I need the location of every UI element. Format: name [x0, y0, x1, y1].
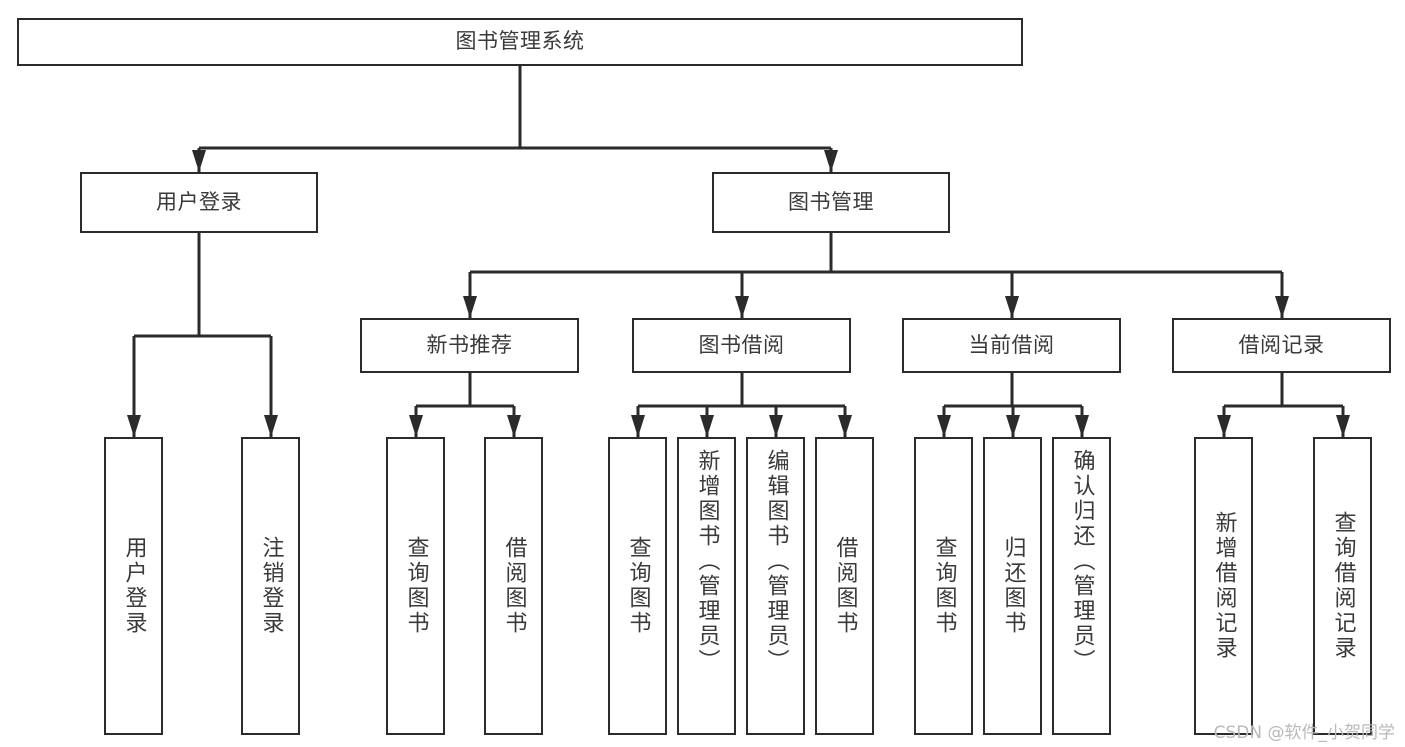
leaf-borrow-query-book[interactable]: 查询图书 [608, 437, 667, 735]
leaf-user-logout[interactable]: 注销登录 [241, 437, 300, 735]
leaf-current-query-book[interactable]: 查询图书 [914, 437, 973, 735]
node-label: 查询图书 [403, 536, 429, 636]
node-user-login[interactable]: 用户登录 [80, 172, 318, 233]
node-label: 查询图书 [931, 536, 957, 636]
leaf-current-return-book[interactable]: 归还图书 [983, 437, 1042, 735]
node-label: 编辑图书（管理员） [763, 449, 789, 674]
node-label: 当前借阅 [968, 332, 1055, 357]
node-label: 用户登录 [121, 536, 147, 636]
node-label: 新增借阅记录 [1211, 511, 1237, 661]
node-label: 查询借阅记录 [1330, 511, 1356, 661]
node-current-loan[interactable]: 当前借阅 [902, 318, 1121, 373]
leaf-record-query[interactable]: 查询借阅记录 [1313, 437, 1372, 735]
node-label: 图书管理 [788, 189, 874, 214]
csdn-watermark: CSDN @软件_小贺同学 [1213, 723, 1395, 743]
leaf-borrow-borrow-book[interactable]: 借阅图书 [815, 437, 874, 735]
node-label: 确认归还（管理员） [1069, 449, 1095, 674]
node-label: 查询图书 [625, 536, 651, 636]
leaf-recommend-query-book[interactable]: 查询图书 [386, 437, 445, 735]
leaf-borrow-edit-book[interactable]: 编辑图书（管理员） [746, 437, 805, 735]
node-loan-record[interactable]: 借阅记录 [1172, 318, 1391, 373]
leaf-recommend-borrow-book[interactable]: 借阅图书 [484, 437, 543, 735]
leaf-record-add[interactable]: 新增借阅记录 [1194, 437, 1253, 735]
node-book-borrow[interactable]: 图书借阅 [632, 318, 851, 373]
node-label: 新增图书（管理员） [694, 449, 720, 674]
leaf-user-login[interactable]: 用户登录 [104, 437, 163, 735]
node-label: 新书推荐 [426, 332, 513, 357]
node-root[interactable]: 图书管理系统 [17, 18, 1023, 66]
node-label: 图书管理系统 [455, 29, 585, 54]
node-label: 借阅图书 [501, 536, 527, 636]
node-label: 借阅记录 [1238, 332, 1325, 357]
node-label: 注销登录 [258, 536, 284, 636]
node-book-admin[interactable]: 图书管理 [712, 172, 950, 233]
node-new-book-recommend[interactable]: 新书推荐 [360, 318, 579, 373]
node-label: 归还图书 [1000, 536, 1026, 636]
node-label: 用户登录 [156, 189, 242, 214]
leaf-borrow-add-book[interactable]: 新增图书（管理员） [677, 437, 736, 735]
node-label: 借阅图书 [832, 536, 858, 636]
node-label: 图书借阅 [698, 332, 785, 357]
leaf-current-confirm-return[interactable]: 确认归还（管理员） [1052, 437, 1111, 735]
